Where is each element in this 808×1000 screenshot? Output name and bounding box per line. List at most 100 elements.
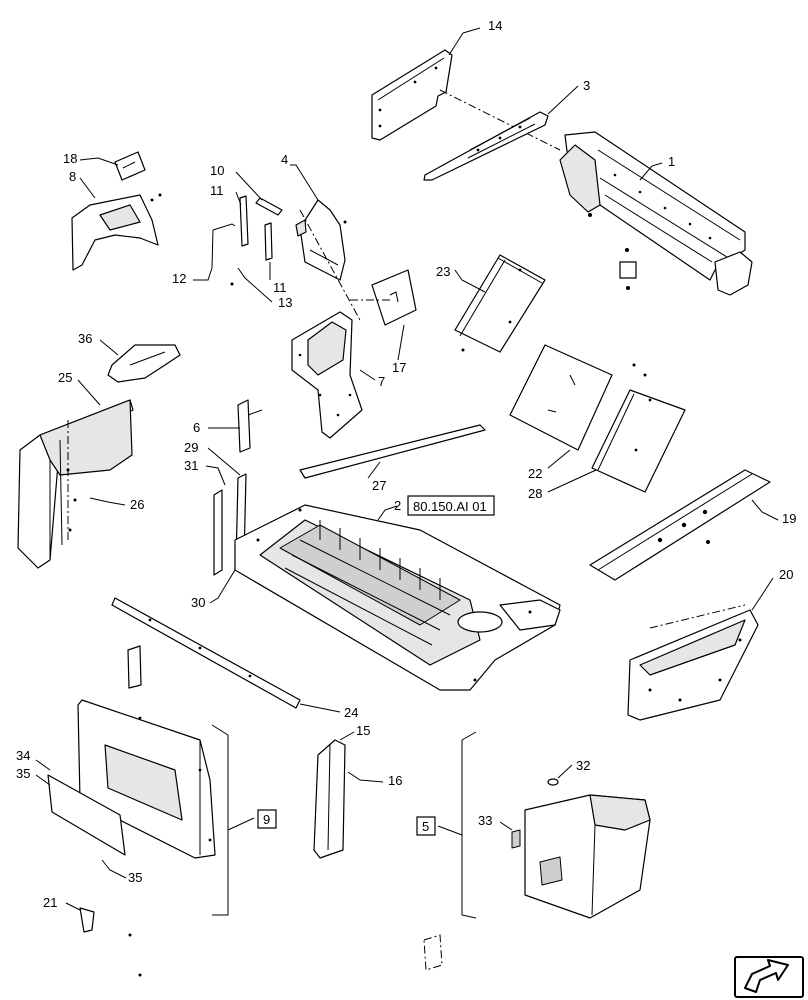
group-bracket-5 [437, 731, 477, 919]
part-20-right-shield [627, 609, 759, 721]
leader-30 [209, 564, 239, 604]
leader-8 [79, 177, 96, 199]
part-22-plate [509, 344, 613, 451]
hardware-studs-24 [127, 645, 142, 689]
leader-31 [205, 465, 226, 486]
leader-12 [193, 267, 213, 281]
leader-35a [35, 774, 51, 786]
leader-20 [751, 577, 774, 611]
leader-18 [79, 157, 119, 166]
leader-29 [207, 447, 241, 476]
leader-2 [377, 505, 398, 521]
callout-24: 24 [344, 705, 358, 720]
leader-1 [639, 162, 663, 181]
part-11-strips [239, 195, 273, 261]
leader-16 [347, 771, 384, 783]
callout-15: 15 [356, 723, 370, 738]
leader-11a [235, 191, 242, 206]
callout-26: 26 [130, 497, 144, 512]
svg-text:80.150.AI 01: 80.150.AI 01 [413, 499, 487, 514]
callout-16: 16 [388, 773, 402, 788]
leader-36 [99, 339, 119, 356]
callout-27: 27 [372, 478, 386, 493]
part-10-strip [255, 197, 283, 216]
part-1-upper-frame [559, 131, 753, 296]
part-34-35-window [47, 774, 126, 856]
leader-25 [77, 379, 101, 406]
callout-33: 33 [478, 813, 492, 828]
callout-31: 31 [184, 458, 198, 473]
part-32-pin [547, 778, 559, 786]
callout-17: 17 [392, 360, 406, 375]
group-box-5[interactable]: 5 [416, 816, 436, 836]
leader-28 [547, 469, 597, 493]
leader-13 [237, 267, 273, 303]
leader-14 [448, 27, 481, 56]
part-3-top-rail [423, 111, 549, 181]
callout-4: 4 [281, 152, 288, 167]
callout-35a: 35 [16, 766, 30, 781]
part-28-plate [591, 389, 686, 493]
callout-21: 21 [43, 895, 57, 910]
callout-6: 6 [193, 420, 200, 435]
leader-7 [359, 369, 376, 381]
callout-23: 23 [436, 264, 450, 279]
reference-80-150-AI-01[interactable]: 80.150.AI 01 [407, 495, 495, 516]
callout-18: 18 [63, 151, 77, 166]
leader-19 [751, 499, 779, 521]
assembly-line-7 [299, 209, 390, 321]
part-4-panel [295, 199, 346, 281]
callout-19: 19 [782, 511, 796, 526]
part-21-clip [79, 907, 95, 933]
callout-25: 25 [58, 370, 72, 385]
part-19-cross-beam [589, 469, 771, 581]
part-6-bracket [237, 399, 263, 453]
callout-12: 12 [172, 271, 186, 286]
part-14-side-panel [371, 49, 453, 141]
part-33-latch [511, 829, 521, 849]
callout-2: 2 [394, 498, 401, 513]
leader-35b [101, 859, 127, 879]
callout-32: 32 [576, 758, 590, 773]
leader-23 [454, 269, 486, 293]
group-bracket-9 [211, 724, 255, 916]
callout-10: 10 [210, 163, 224, 178]
callout-14: 14 [488, 18, 502, 33]
leader-15 [339, 731, 355, 741]
bracket-hardware-1 [619, 248, 637, 290]
callout-22: 22 [528, 466, 542, 481]
callout-1: 1 [668, 154, 675, 169]
leader-4 [290, 164, 319, 201]
leader-10 [235, 171, 263, 201]
callout-29: 29 [184, 440, 198, 455]
callout-20: 20 [779, 567, 793, 582]
leader-27 [367, 461, 381, 479]
part-5-hood [524, 794, 651, 919]
callout-13: 13 [278, 295, 292, 310]
leader-17 [397, 324, 405, 361]
leader-34 [35, 759, 51, 771]
callout-8: 8 [69, 169, 76, 184]
leader-32 [557, 764, 573, 779]
part-2-main-frame [234, 504, 561, 691]
callout-35b: 35 [128, 870, 142, 885]
callout-11a: 11 [210, 183, 224, 198]
part-12-seal [211, 223, 236, 269]
leader-26 [89, 497, 126, 506]
callout-36: 36 [78, 331, 92, 346]
part-24-lower-rail [111, 597, 301, 709]
group-box-9[interactable]: 9 [257, 809, 277, 829]
part-25-left-shield [17, 399, 134, 569]
svg-text:9: 9 [263, 812, 270, 827]
callout-3: 3 [583, 78, 590, 93]
callout-11b: 11 [273, 280, 287, 295]
leader-21 [65, 902, 81, 911]
part-27-brace-rod [299, 424, 486, 479]
leader-33 [499, 821, 513, 831]
part-15-deflector [313, 739, 346, 859]
part-8-upper-shield [71, 193, 162, 271]
part-17-sheet [371, 269, 417, 326]
hood-hardware [423, 934, 443, 971]
next-page-arrow-icon[interactable] [734, 956, 804, 998]
callout-28: 28 [528, 486, 542, 501]
